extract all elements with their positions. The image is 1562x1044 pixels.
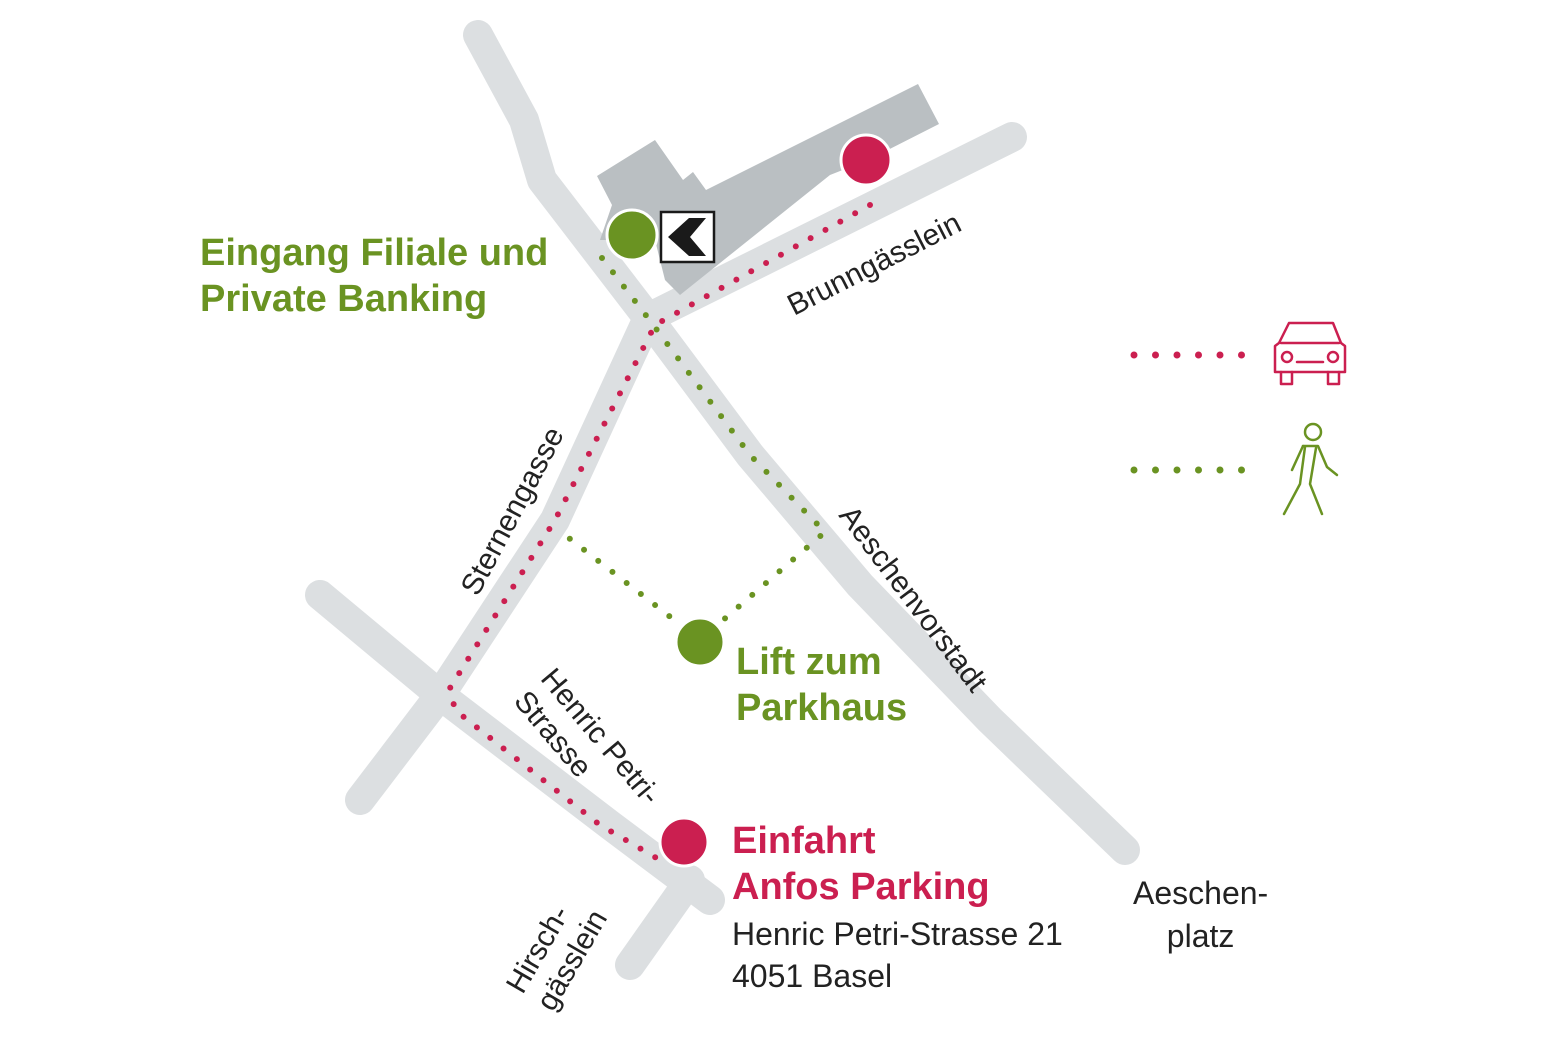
road-hirschgaesslein xyxy=(615,865,705,980)
road-brunngaesslein xyxy=(633,122,1027,333)
parking-entry-marker xyxy=(658,816,710,868)
lift-marker xyxy=(674,616,726,668)
parking-address-line1: Henric Petri-Strasse 21 xyxy=(732,916,1063,952)
entrance-label-line1: Eingang Filiale und xyxy=(200,232,549,274)
entrance-label-line2: Private Banking xyxy=(200,278,488,321)
road-henric-west-lower xyxy=(345,680,455,815)
pedestrian-icon xyxy=(1282,422,1339,516)
car-marker-top xyxy=(839,133,893,187)
parking-entry-label: Einfahrt Anfos Parking xyxy=(732,818,990,911)
aeschenplatz-label: Aeschen- platz xyxy=(1133,872,1268,958)
car-route xyxy=(446,202,873,863)
parking-entry-label-line2: Anfos Parking xyxy=(732,866,990,909)
parking-entry-label-line1: Einfahrt xyxy=(732,820,876,862)
bank-logo-icon xyxy=(659,210,716,264)
road-sternengasse xyxy=(425,303,663,710)
parking-address: Henric Petri-Strasse 21 4051 Basel xyxy=(732,914,1063,997)
aeschenplatz-line1: Aeschen- xyxy=(1133,875,1269,911)
entrance-label: Eingang Filiale und Private Banking xyxy=(200,230,548,323)
aeschenplatz-line2: platz xyxy=(1166,918,1235,955)
roads xyxy=(305,20,1140,980)
parking-address-line2: 4051 Basel xyxy=(732,957,893,994)
entrance-marker xyxy=(605,208,659,262)
lift-label-line1: Lift zum xyxy=(736,641,882,683)
lift-label-line2: Parkhaus xyxy=(736,687,908,730)
lift-label: Lift zum Parkhaus xyxy=(736,639,907,732)
road-henric-petri-strasse xyxy=(305,580,725,915)
car-icon xyxy=(1273,321,1347,386)
